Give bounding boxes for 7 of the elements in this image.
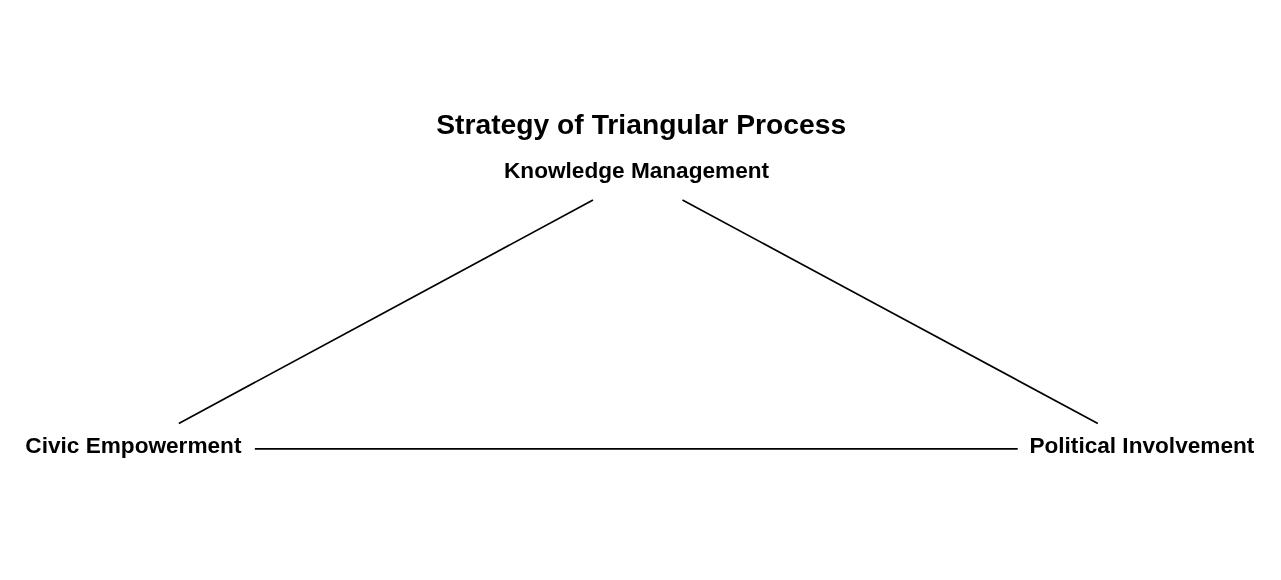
- connector: [681, 198, 1099, 424]
- connector: [254, 447, 1019, 450]
- diagram-title: Strategy of Triangular Process: [436, 107, 847, 140]
- node-text: Knowledge Management: [504, 158, 770, 183]
- connector: [177, 198, 594, 424]
- node-text: Civic Empowerment: [25, 432, 242, 458]
- node-text: Political Involvement: [1029, 432, 1255, 458]
